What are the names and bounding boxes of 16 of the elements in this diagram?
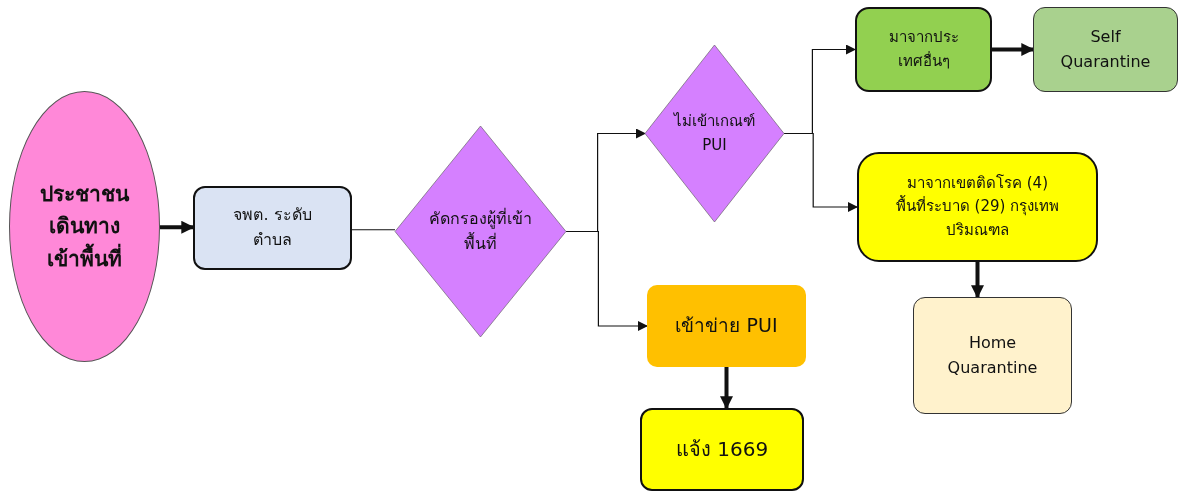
- process-box: มาจากประเทศอื่นๆ: [855, 7, 992, 92]
- process-box: จพต. ระดับตำบล: [193, 186, 352, 270]
- arrow: [160, 220, 195, 234]
- process-box: เข้าข่าย PUI: [647, 285, 806, 367]
- arrow: [783, 132, 858, 212]
- arrow: [565, 230, 648, 331]
- process-box: มาจากเขตติดโรค (4) พื้นที่ระบาด (29) กรุงเทพ ปริมณฑล: [857, 152, 1098, 262]
- process-box: Self Quarantine: [1033, 7, 1178, 92]
- arrow: [971, 262, 984, 299]
- decision-diamond: ไม่เข้าเกณฑ์ PUI: [645, 45, 784, 222]
- process-box: แจ้ง 1669: [640, 408, 804, 491]
- start-ellipse: ประชาชนเดินทางเข้าพื้นที่: [9, 91, 160, 362]
- arrow: [720, 367, 733, 410]
- decision-diamond: คัดกรองผู้ที่เข้าพื้นที่: [395, 126, 566, 337]
- process-box: Home Quarantine: [913, 297, 1072, 414]
- arrow: [992, 43, 1035, 56]
